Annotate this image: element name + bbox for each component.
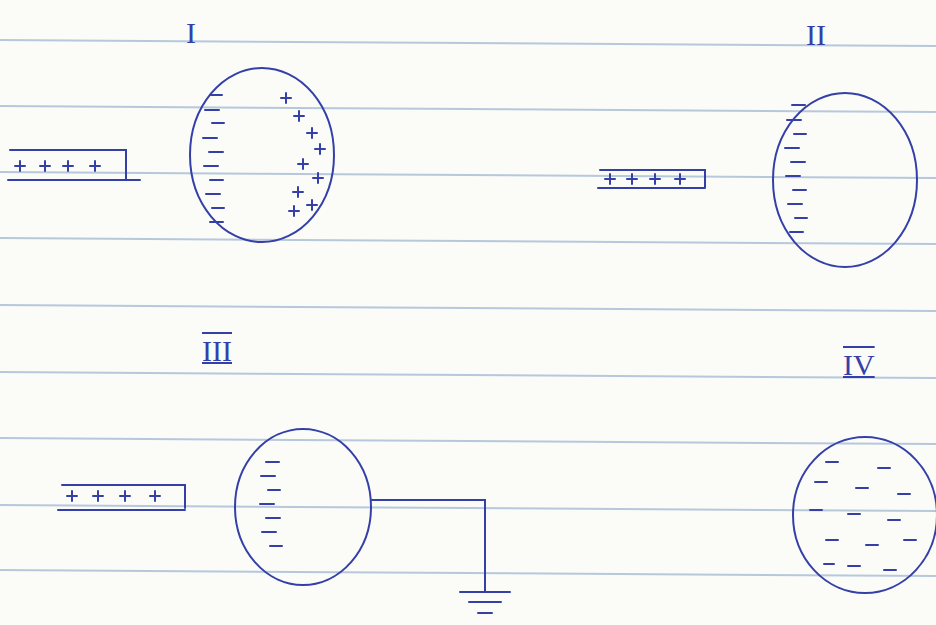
conducting-sphere [235,429,371,585]
panel-numeral: II [806,20,826,50]
conducting-sphere [793,437,936,593]
plus-charges [605,174,685,184]
ground-symbol [460,592,510,613]
plus-charges [281,93,325,216]
panel-numeral: I [186,18,196,48]
conducting-sphere [190,68,334,242]
minus-charges [785,105,807,232]
ground-wire [371,500,485,592]
charged-rod [8,150,140,180]
minus-charges [810,462,916,570]
charged-rod [598,170,705,188]
panel-numeral: III [202,336,232,366]
panel-numeral: IV [843,350,875,380]
minus-charges [260,462,282,546]
charged-rod [58,485,185,510]
plus-charges [15,161,100,171]
plus-charges [67,491,160,501]
conducting-sphere [773,93,917,267]
minus-charges [203,95,224,222]
